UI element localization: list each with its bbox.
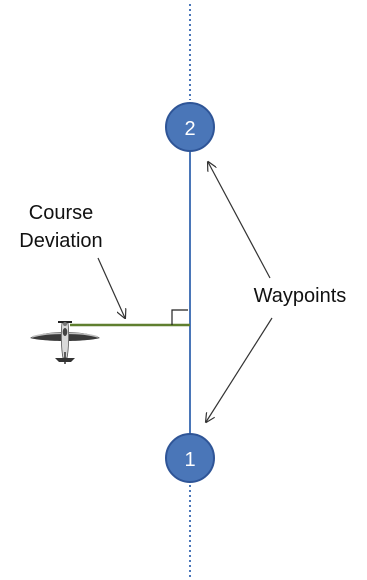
course-deviation-label-line2: Deviation: [19, 230, 102, 252]
airplane-icon: [30, 321, 100, 364]
waypoint-2-circle: [165, 102, 215, 152]
course-deviation-label-line1: Course: [29, 202, 93, 224]
waypoint-1-label: 1: [184, 449, 195, 471]
waypoints-arrow-to-1: [206, 317, 273, 422]
waypoint-2[interactable]: 2: [165, 102, 215, 152]
waypoint-1-circle: [165, 433, 215, 483]
waypoints-label: Waypoints: [254, 285, 347, 307]
course-deviation-arrow: [97, 257, 125, 318]
waypoints-arrow-to-2: [208, 162, 271, 279]
right-angle-marker-icon: [171, 309, 188, 325]
waypoint-1[interactable]: 1: [165, 433, 215, 483]
waypoint-2-label: 2: [184, 118, 195, 140]
